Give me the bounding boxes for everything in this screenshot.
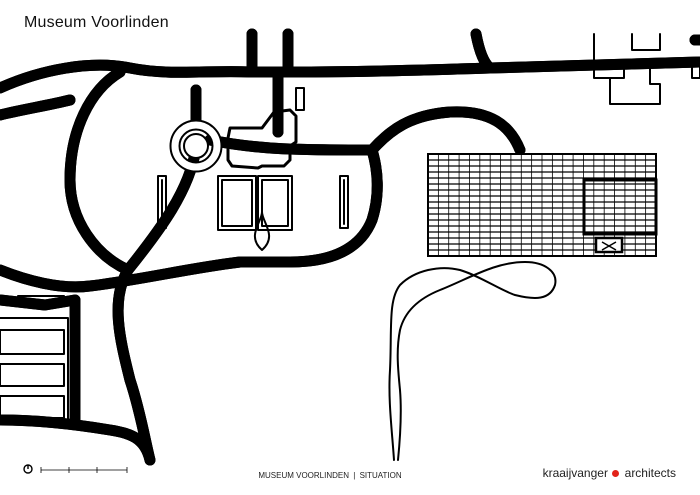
museum-building (226, 87, 305, 170)
logo-text-right: architects (624, 466, 676, 480)
housing-blocks (0, 295, 69, 421)
neighbour-buildings (593, 33, 700, 105)
page-title: Museum Voorlinden (24, 14, 169, 31)
allee-left (157, 175, 167, 229)
sheet-name: SITUATION (359, 471, 402, 480)
architect-logo: kraaijvanger architects (543, 466, 676, 480)
solar-field (427, 153, 658, 257)
road-network (0, 28, 700, 466)
forecourt (217, 175, 293, 231)
roundabout (169, 119, 223, 173)
caption-separator: | (353, 471, 356, 480)
logo-text-left: kraaijvanger (542, 466, 608, 480)
project-name: MUSEUM VOORLINDEN (258, 471, 350, 480)
sheet-caption: MUSEUM VOORLINDEN | SITUATION (0, 471, 660, 480)
logo-dot-icon (612, 470, 620, 477)
scale-bar-icon (23, 464, 128, 474)
lake-outline (388, 261, 557, 461)
allee-right (339, 175, 349, 229)
